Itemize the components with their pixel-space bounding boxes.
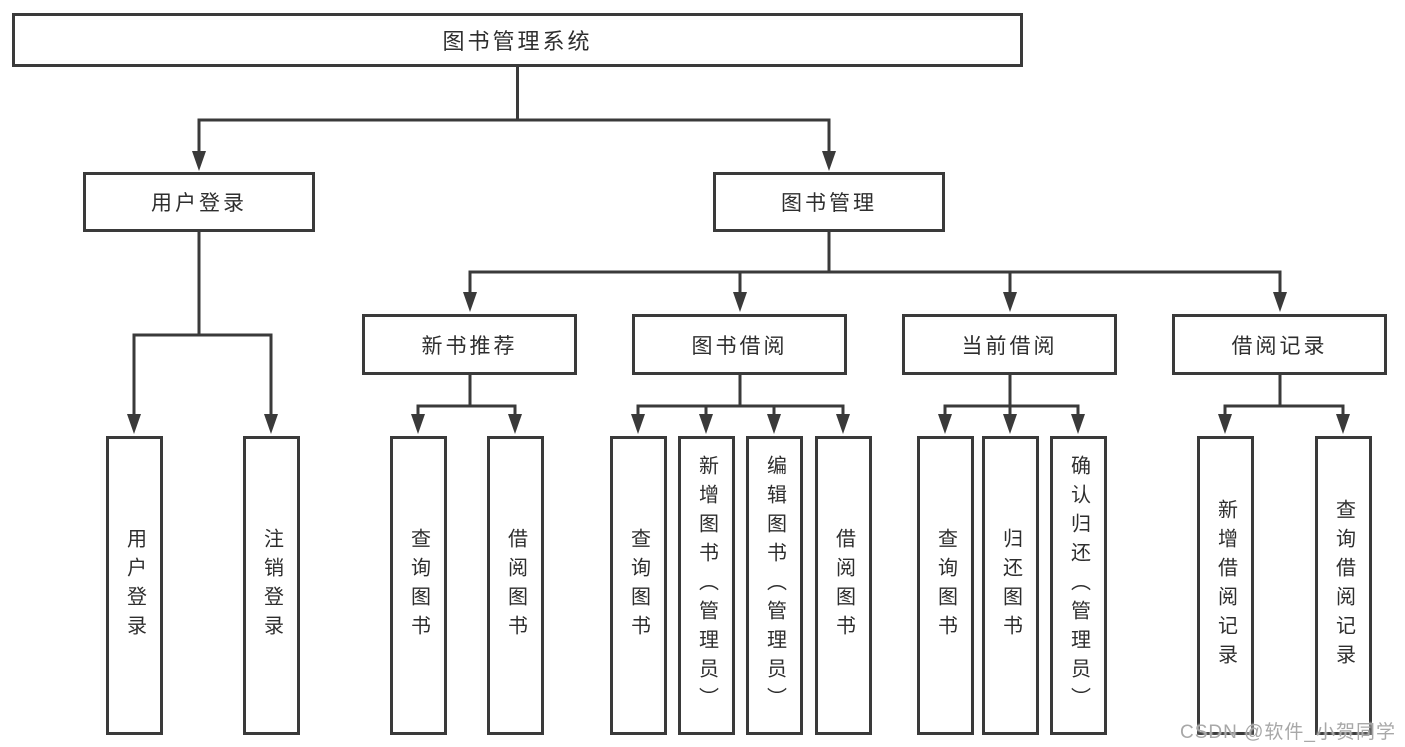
node-new-book-recommend: 新书推荐 xyxy=(362,314,577,375)
node-new-book-recommend-label: 新书推荐 xyxy=(421,334,518,358)
leaf-query-books-current-label: 查询图书 xyxy=(934,527,957,644)
leaf-add-books-admin: 新增图书（管理员） xyxy=(678,436,735,735)
connector-root-to-level2 xyxy=(197,67,831,154)
node-borrow-records: 借阅记录 xyxy=(1172,314,1387,375)
leaf-logout-label: 注销登录 xyxy=(260,527,283,644)
connector-borrowrecords-to-leaves xyxy=(1223,375,1345,418)
node-book-management: 图书管理 xyxy=(713,172,945,232)
node-book-borrow: 图书借阅 xyxy=(632,314,847,375)
leaf-query-borrow-record: 查询借阅记录 xyxy=(1315,436,1372,735)
leaf-query-books-newrec-label: 查询图书 xyxy=(407,527,430,644)
leaf-user-login: 用户登录 xyxy=(106,436,163,735)
leaf-edit-books-admin: 编辑图书（管理员） xyxy=(746,436,803,735)
leaf-borrow-books-newrec: 借阅图书 xyxy=(487,436,544,735)
arrowheads xyxy=(127,151,1350,434)
node-book-borrow-label: 图书借阅 xyxy=(691,334,788,358)
csdn-watermark: CSDN @软件_小贺同学 xyxy=(1180,722,1396,743)
leaf-query-borrow-record-label: 查询借阅记录 xyxy=(1332,498,1355,673)
leaf-query-books-newrec: 查询图书 xyxy=(390,436,447,735)
connector-newbook-to-leaves xyxy=(416,375,517,418)
node-root-label: 图书管理系统 xyxy=(442,29,593,54)
node-user-login-label: 用户登录 xyxy=(151,192,247,215)
leaf-borrow-books-newrec-label: 借阅图书 xyxy=(504,527,527,644)
leaf-add-books-admin-label: 新增图书（管理员） xyxy=(695,455,718,716)
leaf-return-books-label: 归还图书 xyxy=(999,527,1022,644)
leaf-return-books: 归还图书 xyxy=(982,436,1039,735)
leaf-user-login-label: 用户登录 xyxy=(123,527,146,644)
leaf-query-books-current: 查询图书 xyxy=(917,436,974,735)
node-current-borrow: 当前借阅 xyxy=(902,314,1117,375)
node-root-system: 图书管理系统 xyxy=(12,13,1023,67)
leaf-logout: 注销登录 xyxy=(243,436,300,735)
node-borrow-records-label: 借阅记录 xyxy=(1231,334,1328,358)
connector-userlogin-to-leaves xyxy=(132,232,273,418)
leaf-query-books-borrow-label: 查询图书 xyxy=(627,527,650,644)
leaf-edit-books-admin-label: 编辑图书（管理员） xyxy=(763,455,786,716)
leaf-confirm-return-admin: 确认归还（管理员） xyxy=(1050,436,1107,735)
node-book-management-label: 图书管理 xyxy=(781,192,877,215)
leaf-borrow-books-label: 借阅图书 xyxy=(832,527,855,644)
leaf-add-borrow-record: 新增借阅记录 xyxy=(1197,436,1254,735)
connector-bookmgmt-to-level3 xyxy=(468,232,1282,296)
node-current-borrow-label: 当前借阅 xyxy=(961,334,1058,358)
leaf-add-borrow-record-label: 新增借阅记录 xyxy=(1214,498,1237,673)
leaf-borrow-books: 借阅图书 xyxy=(815,436,872,735)
leaf-query-books-borrow: 查询图书 xyxy=(610,436,667,735)
leaf-confirm-return-admin-label: 确认归还（管理员） xyxy=(1067,455,1090,716)
connector-bookborrow-to-leaves xyxy=(636,375,845,418)
node-user-login: 用户登录 xyxy=(83,172,315,232)
connector-currentborrow-to-leaves xyxy=(943,375,1080,418)
